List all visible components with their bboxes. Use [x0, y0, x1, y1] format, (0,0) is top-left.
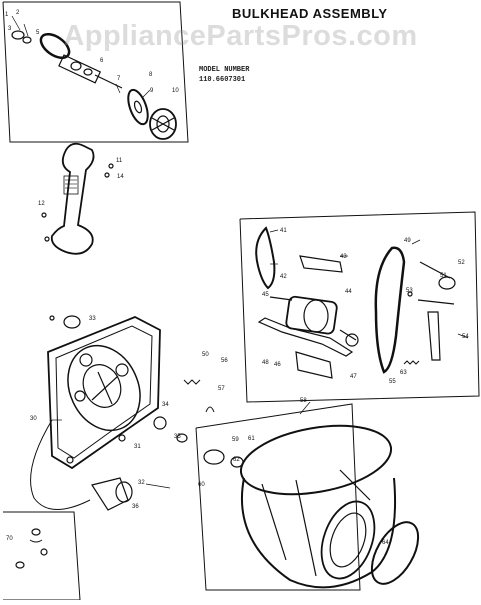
callout-label: 35 — [174, 434, 181, 440]
callout-label: 44 — [345, 289, 352, 295]
callout-label: 51 — [440, 273, 447, 279]
model-number-label: MODEL NUMBER — [199, 66, 250, 74]
callout-label: 36 — [132, 504, 139, 510]
callout-label: 60 — [198, 482, 205, 488]
callout-label: 59 — [232, 437, 239, 443]
callout-label: 53 — [406, 288, 413, 294]
callout-label: 9 — [150, 88, 154, 94]
callout-label: 3 — [8, 26, 12, 32]
callout-label: 33 — [89, 316, 96, 322]
callout-label: 58 — [300, 398, 307, 404]
duct-part — [41, 142, 114, 255]
callout-labels: 1 2 3 5 6 7 8 9 10 11 12 14 30 31 32 33 … — [5, 10, 469, 546]
callout-label: 31 — [134, 444, 141, 450]
inset-panel-bottom-left — [3, 511, 81, 601]
callout-label: 5 — [36, 30, 40, 36]
bulkhead-panel — [30, 315, 161, 510]
callout-label: 34 — [162, 402, 169, 408]
callout-label: 7 — [117, 76, 121, 82]
callout-label: 10 — [172, 88, 179, 94]
callout-label: 11 — [116, 158, 123, 164]
callout-label: 61 — [248, 436, 255, 442]
callout-label: 54 — [462, 334, 469, 340]
model-number-value: 110.6607301 — [199, 76, 246, 84]
callout-label: 1 — [5, 12, 9, 18]
callout-label: 48 — [262, 360, 269, 366]
callout-label: 50 — [202, 352, 209, 358]
callout-label: 12 — [38, 201, 45, 207]
callout-label: 70 — [6, 536, 13, 542]
inset-panel-top-left — [2, 1, 189, 143]
callout-label: 45 — [262, 292, 269, 298]
callout-label: 32 — [138, 480, 145, 486]
callout-label: 42 — [280, 274, 287, 280]
leader-lines — [11, 15, 469, 489]
callout-label: 43 — [340, 254, 347, 260]
watermark: AppliancePartsPros.com — [63, 20, 418, 52]
callout-label: 62 — [233, 457, 240, 463]
inset-panel-motor — [239, 211, 480, 403]
callout-label: 56 — [221, 358, 228, 364]
callout-label: 49 — [404, 238, 411, 244]
callout-label: 30 — [30, 416, 37, 422]
callout-label: 14 — [117, 174, 124, 180]
drum-assembly — [195, 403, 420, 591]
page-title: BULKHEAD ASSEMBLY — [232, 6, 388, 21]
callout-label: 47 — [350, 374, 357, 380]
callout-label: 46 — [274, 362, 281, 368]
callout-label: 2 — [16, 10, 20, 16]
callout-label: 41 — [280, 228, 287, 234]
callout-label: 63 — [400, 370, 407, 376]
callout-label: 64 — [382, 540, 389, 546]
callout-label: 8 — [149, 72, 153, 78]
callout-label: 55 — [389, 379, 396, 385]
callout-label: 57 — [218, 386, 225, 392]
callout-label: 52 — [458, 260, 465, 266]
callout-label: 6 — [100, 58, 104, 64]
roller-parts — [91, 379, 215, 511]
